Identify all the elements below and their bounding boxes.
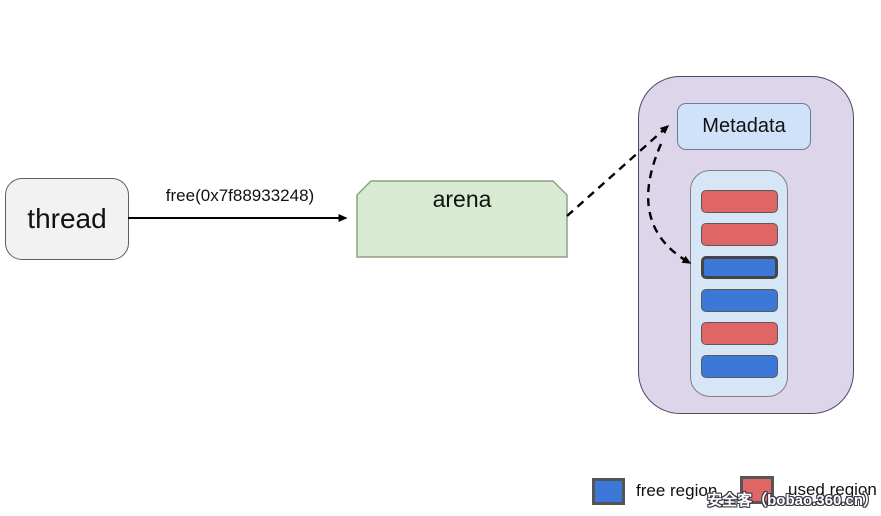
legend-free-label: free region — [636, 481, 718, 500]
legend-used-swatch — [740, 476, 774, 504]
region-bar-free — [700, 355, 778, 378]
region-bar-used — [700, 223, 778, 246]
region-stack — [690, 170, 788, 397]
region-bar-free — [700, 256, 778, 279]
free-call-label: free(0x7f88933248) — [165, 186, 315, 205]
region-bar-used — [700, 190, 778, 213]
arena-node-label: arena — [432, 186, 492, 212]
legend-used-label: used region — [788, 480, 877, 499]
thread-node-label: thread — [27, 203, 107, 234]
region-bar-used — [700, 322, 778, 345]
metadata-node-label: Metadata — [702, 115, 786, 137]
legend-free-swatch — [592, 478, 625, 505]
metadata-node: Metadata — [677, 103, 811, 150]
watermark: 安全客（bobao.360.cn） — [707, 492, 878, 509]
region-bar-free — [700, 289, 778, 312]
thread-node: thread — [5, 178, 129, 260]
